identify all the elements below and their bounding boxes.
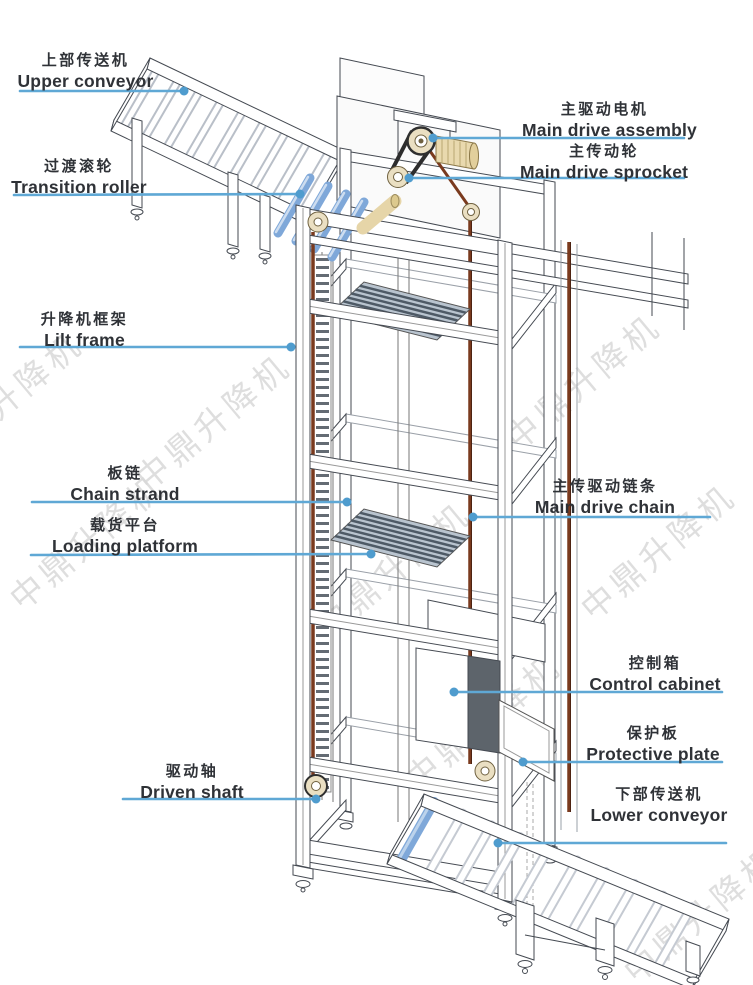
chain-strand-drawing bbox=[313, 254, 332, 793]
label-upper-conveyor-en: Upper conveyor bbox=[17, 71, 154, 92]
leader-loading-platform bbox=[29, 552, 374, 557]
label-main-drive-chain-en: Main drive chain bbox=[534, 497, 676, 518]
label-chain-strand-en: Chain strand bbox=[70, 484, 180, 505]
label-main-drive-chain: 主传驱动链条 Main drive chain bbox=[523, 478, 687, 517]
label-transition-roller-en: Transition roller bbox=[11, 177, 147, 198]
label-lower-conveyor-zh: 下部传送机 bbox=[615, 786, 703, 803]
label-control-cabinet-zh: 控制箱 bbox=[628, 655, 682, 672]
label-chain-strand: 板链 Chain strand bbox=[45, 465, 205, 504]
label-transition-roller: 过渡滚轮 Transition roller bbox=[0, 158, 158, 197]
label-driven-shaft: 驱动轴 Driven shaft bbox=[112, 763, 272, 802]
label-loading-platform-en: Loading platform bbox=[51, 536, 199, 557]
control-cabinet-drawing bbox=[415, 647, 501, 754]
label-lift-frame-zh: 升降机框架 bbox=[40, 311, 129, 328]
label-chain-strand-zh: 板链 bbox=[107, 465, 143, 482]
label-control-cabinet: 控制箱 Control cabinet bbox=[574, 655, 736, 694]
label-loading-platform: 载货平台 Loading platform bbox=[42, 517, 208, 556]
label-lift-frame: 升降机框架 Lilt frame bbox=[2, 311, 167, 350]
label-driven-shaft-en: Driven shaft bbox=[140, 782, 244, 803]
leader-lines bbox=[12, 89, 728, 845]
driven-shaft-drawing bbox=[304, 760, 496, 798]
label-main-drive-assembly-en: Main drive assembly bbox=[522, 120, 697, 141]
label-main-drive-sprocket-zh: 主传动轮 bbox=[568, 143, 639, 160]
leader-transition-roller bbox=[12, 192, 303, 197]
label-lower-conveyor-en: Lower conveyor bbox=[590, 805, 728, 826]
label-main-drive-assembly-zh: 主驱动电机 bbox=[560, 101, 649, 118]
upper-conveyor-rollers bbox=[117, 63, 335, 217]
main-drive-assembly-drawing bbox=[307, 109, 480, 235]
label-loading-platform-zh: 载货平台 bbox=[89, 517, 160, 534]
label-driven-shaft-zh: 驱动轴 bbox=[165, 763, 219, 780]
label-main-drive-sprocket: 主传动轮 Main drive sprocket bbox=[520, 143, 688, 182]
lift-frame-front bbox=[292, 204, 516, 927]
upper-conveyor-drawing bbox=[110, 57, 346, 265]
label-lower-conveyor: 下部传送机 Lower conveyor bbox=[576, 786, 742, 825]
label-control-cabinet-en: Control cabinet bbox=[589, 674, 721, 695]
label-main-drive-assembly: 主驱动电机 Main drive assembly bbox=[522, 101, 697, 141]
loading-platform-drawing bbox=[329, 508, 546, 663]
label-protective-plate-zh: 保护板 bbox=[626, 725, 680, 742]
label-lift-frame-en: Lilt frame bbox=[44, 330, 125, 351]
label-main-drive-sprocket-en: Main drive sprocket bbox=[520, 162, 689, 183]
label-transition-roller-zh: 过渡滚轮 bbox=[43, 158, 114, 175]
label-main-drive-chain-zh: 主传驱动链条 bbox=[552, 478, 658, 495]
leader-dots bbox=[179, 86, 528, 848]
label-upper-conveyor-zh: 上部传送机 bbox=[41, 52, 130, 69]
label-upper-conveyor: 上部传送机 Upper conveyor bbox=[3, 52, 168, 91]
lower-conveyor-drawing bbox=[386, 793, 730, 985]
label-protective-plate: 保护板 Protective plate bbox=[572, 725, 734, 764]
label-protective-plate-en: Protective plate bbox=[586, 744, 720, 765]
